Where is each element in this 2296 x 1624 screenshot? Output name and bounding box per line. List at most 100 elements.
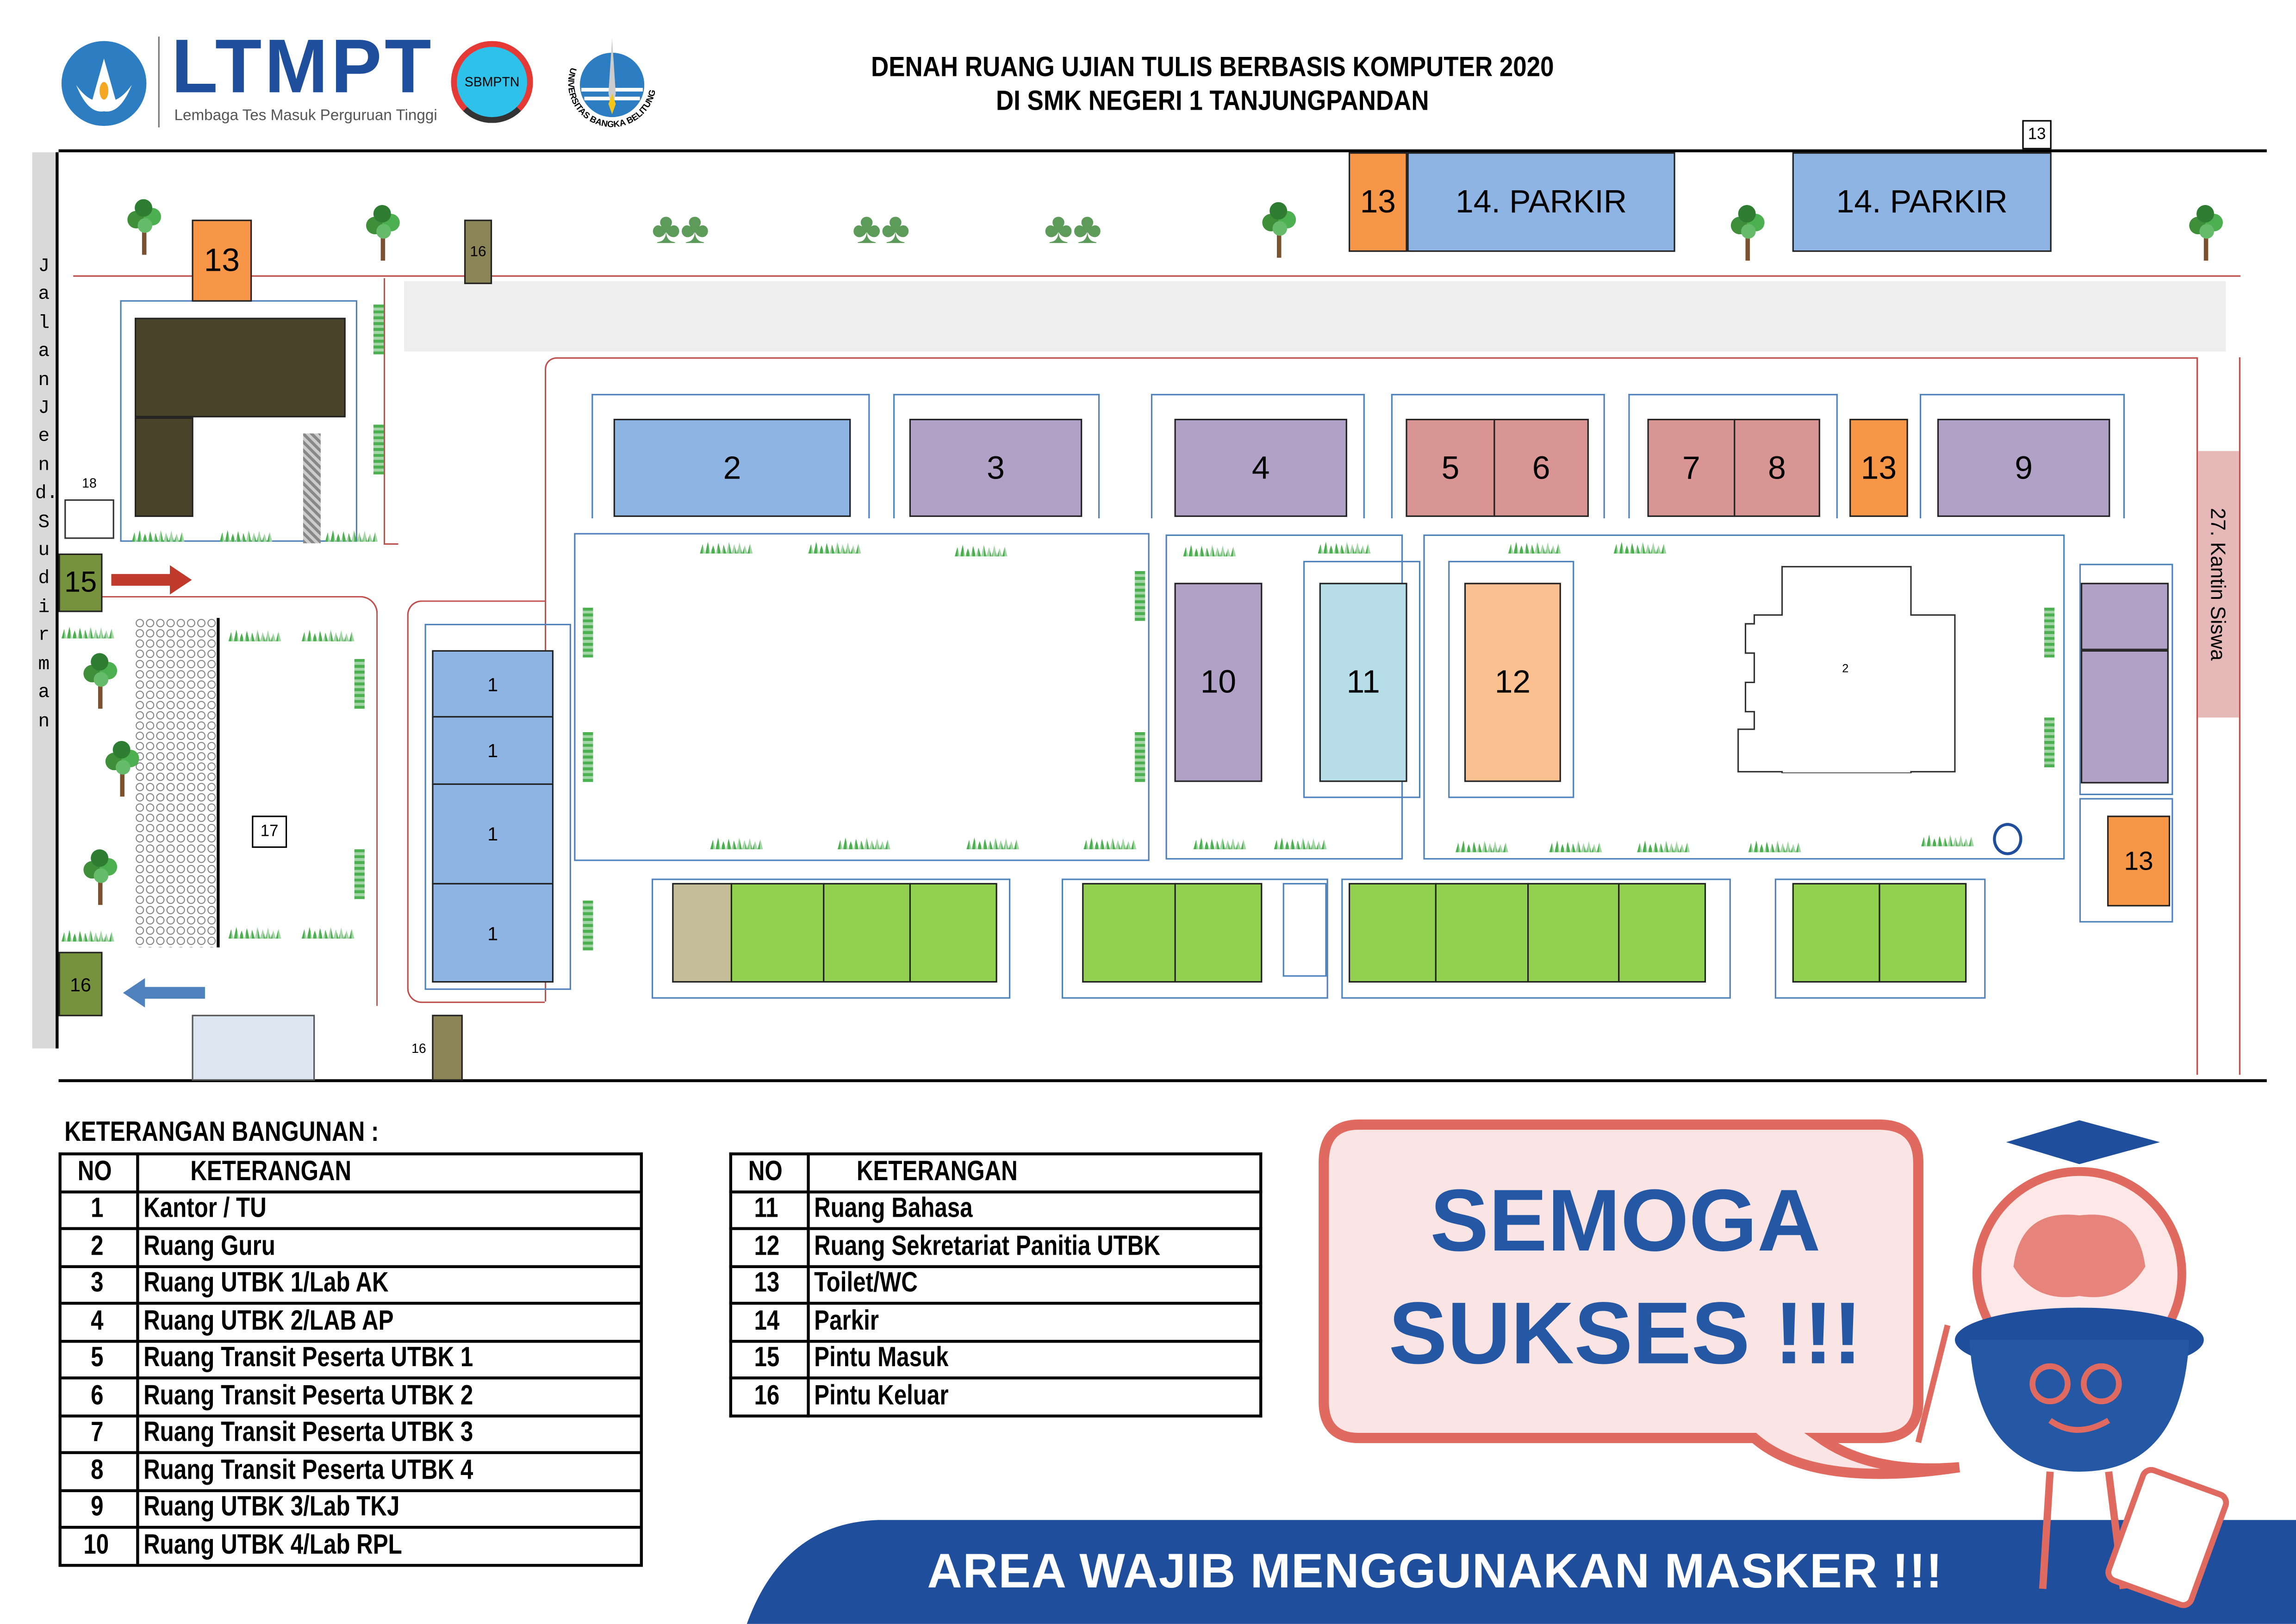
pine-trees-icon: ♣♣ [1044, 205, 1102, 254]
path-line [73, 275, 2240, 277]
room-9-utbk-3[interactable]: 9 [1937, 418, 2110, 517]
tree-icon [366, 205, 400, 261]
building-wall [591, 394, 870, 519]
map-top-border [58, 149, 2267, 153]
building-17[interactable]: 17 [252, 815, 287, 848]
room-8-transit-4[interactable]: 8 [1734, 418, 1820, 517]
row-desc: Ruang UTBK 1/Lab AK [143, 1268, 389, 1300]
bottom-building[interactable] [1527, 883, 1620, 983]
room-5-transit-1[interactable]: 5 [1406, 418, 1495, 517]
legend-heading: KETERANGAN BANGUNAN : [64, 1117, 448, 1150]
row-no: 12 [754, 1231, 780, 1262]
bottom-building[interactable] [730, 883, 825, 983]
exit-arrow-icon [123, 978, 205, 1008]
row-desc: Ruang Transit Peserta UTBK 1 [143, 1343, 473, 1374]
grass-icon [373, 424, 384, 475]
tree-icon [127, 199, 162, 255]
room-purple-right-top[interactable] [2081, 583, 2169, 650]
room-13-toilet[interactable]: 13 [192, 219, 252, 302]
row-no: 13 [754, 1268, 780, 1300]
bottom-building[interactable] [823, 883, 911, 983]
inner-road [404, 281, 2226, 352]
col-desc: KETERANGAN [190, 1156, 352, 1188]
speech-bubble [1319, 1119, 1960, 1479]
row-no: 7 [91, 1418, 104, 1449]
room-13-toilet-mid[interactable]: 13 [1849, 418, 1908, 517]
room-purple-right-bottom[interactable] [2081, 650, 2169, 784]
bottom-building[interactable] [909, 883, 997, 983]
bottom-building[interactable] [1349, 883, 1437, 983]
bubble-line-1: SEMOGA [1430, 1171, 1821, 1270]
room-1-kantor[interactable]: 1 [432, 883, 554, 983]
col-desc: KETERANGAN [856, 1156, 1018, 1188]
table-row: 3 Ruang UTBK 1/Lab AK [58, 1264, 643, 1305]
label-16: 16 [411, 1041, 426, 1056]
kantin-siswa[interactable]: 27. Kantin Siswa [2198, 451, 2239, 718]
room-13-toilet-top[interactable]: 13 [1349, 152, 1407, 252]
building-wall [1774, 878, 1986, 999]
room-1-kantor[interactable]: 1 [432, 716, 554, 785]
parking-14-right[interactable]: 14. PARKIR [1792, 152, 2052, 252]
toilet-13-marker[interactable]: 13 [2022, 120, 2052, 149]
bottom-building[interactable] [672, 883, 732, 983]
building-wall [1628, 394, 1838, 519]
room-10-utbk-4[interactable]: 10 [1174, 583, 1263, 782]
row-no: 5 [91, 1343, 104, 1374]
row-no: 4 [91, 1306, 104, 1337]
parking-14[interactable]: 14. PARKIR [1407, 152, 1675, 252]
pine-trees-icon: ♣♣ [651, 205, 709, 254]
gate-16-exit-left[interactable]: 16 [58, 952, 103, 1016]
bottom-building[interactable] [1174, 883, 1263, 983]
guard-post [192, 1014, 315, 1081]
room-1-kantor[interactable]: 1 [432, 783, 554, 885]
row-no: 6 [91, 1380, 104, 1412]
tree-icon [1262, 202, 1296, 258]
room-4-utbk-2[interactable]: 4 [1174, 418, 1347, 517]
room-3-utbk-1[interactable]: 3 [909, 418, 1083, 517]
room-1-kantor[interactable]: 1 [432, 650, 554, 718]
room-12-sekretariat[interactable]: 12 [1464, 583, 1561, 782]
grass-icon [354, 849, 365, 899]
building-wall [1151, 394, 1365, 519]
gate-16-bottom[interactable] [432, 1014, 463, 1081]
room-6-transit-2[interactable]: 6 [1493, 418, 1589, 517]
grass-icon [583, 608, 593, 658]
room-7-transit-3[interactable]: 7 [1647, 418, 1736, 517]
col-no: NO [748, 1156, 783, 1188]
building-18[interactable] [64, 499, 114, 539]
gate-15-entrance[interactable]: 15 [58, 553, 103, 612]
bubble-line-2: SUKSES !!! [1388, 1284, 1862, 1382]
bottom-building[interactable] [1082, 883, 1176, 983]
bottom-building[interactable] [1618, 883, 1706, 983]
bottom-building[interactable] [1792, 883, 1880, 983]
central-building-label: 2 [1842, 662, 1849, 675]
path-line [2196, 357, 2240, 1075]
row-desc: Kantor / TU [143, 1194, 267, 1225]
row-no: 14 [754, 1306, 780, 1337]
building-wall [1303, 560, 1421, 798]
well-circle [1993, 823, 2022, 855]
building-wall [424, 623, 571, 990]
row-desc: Ruang Transit Peserta UTBK 2 [143, 1380, 473, 1412]
room-13-toilet-right[interactable]: 13 [2107, 815, 2171, 907]
room-2-ruang-guru[interactable]: 2 [613, 418, 851, 517]
gate-16-exit[interactable]: 16 [464, 219, 492, 284]
row-no: 8 [91, 1455, 104, 1486]
room-11-bahasa[interactable]: 11 [1319, 583, 1407, 782]
bottom-building[interactable] [1435, 883, 1529, 983]
grass-icon [2044, 608, 2055, 658]
row-desc: Ruang Transit Peserta UTBK 3 [143, 1418, 473, 1449]
row-no: 3 [91, 1268, 104, 1300]
bottom-building[interactable] [1879, 883, 1967, 983]
building-wall [1920, 394, 2125, 519]
building-wall [1391, 394, 1605, 519]
grass-icon [373, 305, 384, 355]
table-row: 5 Ruang Transit Peserta UTBK 1 [58, 1339, 643, 1380]
